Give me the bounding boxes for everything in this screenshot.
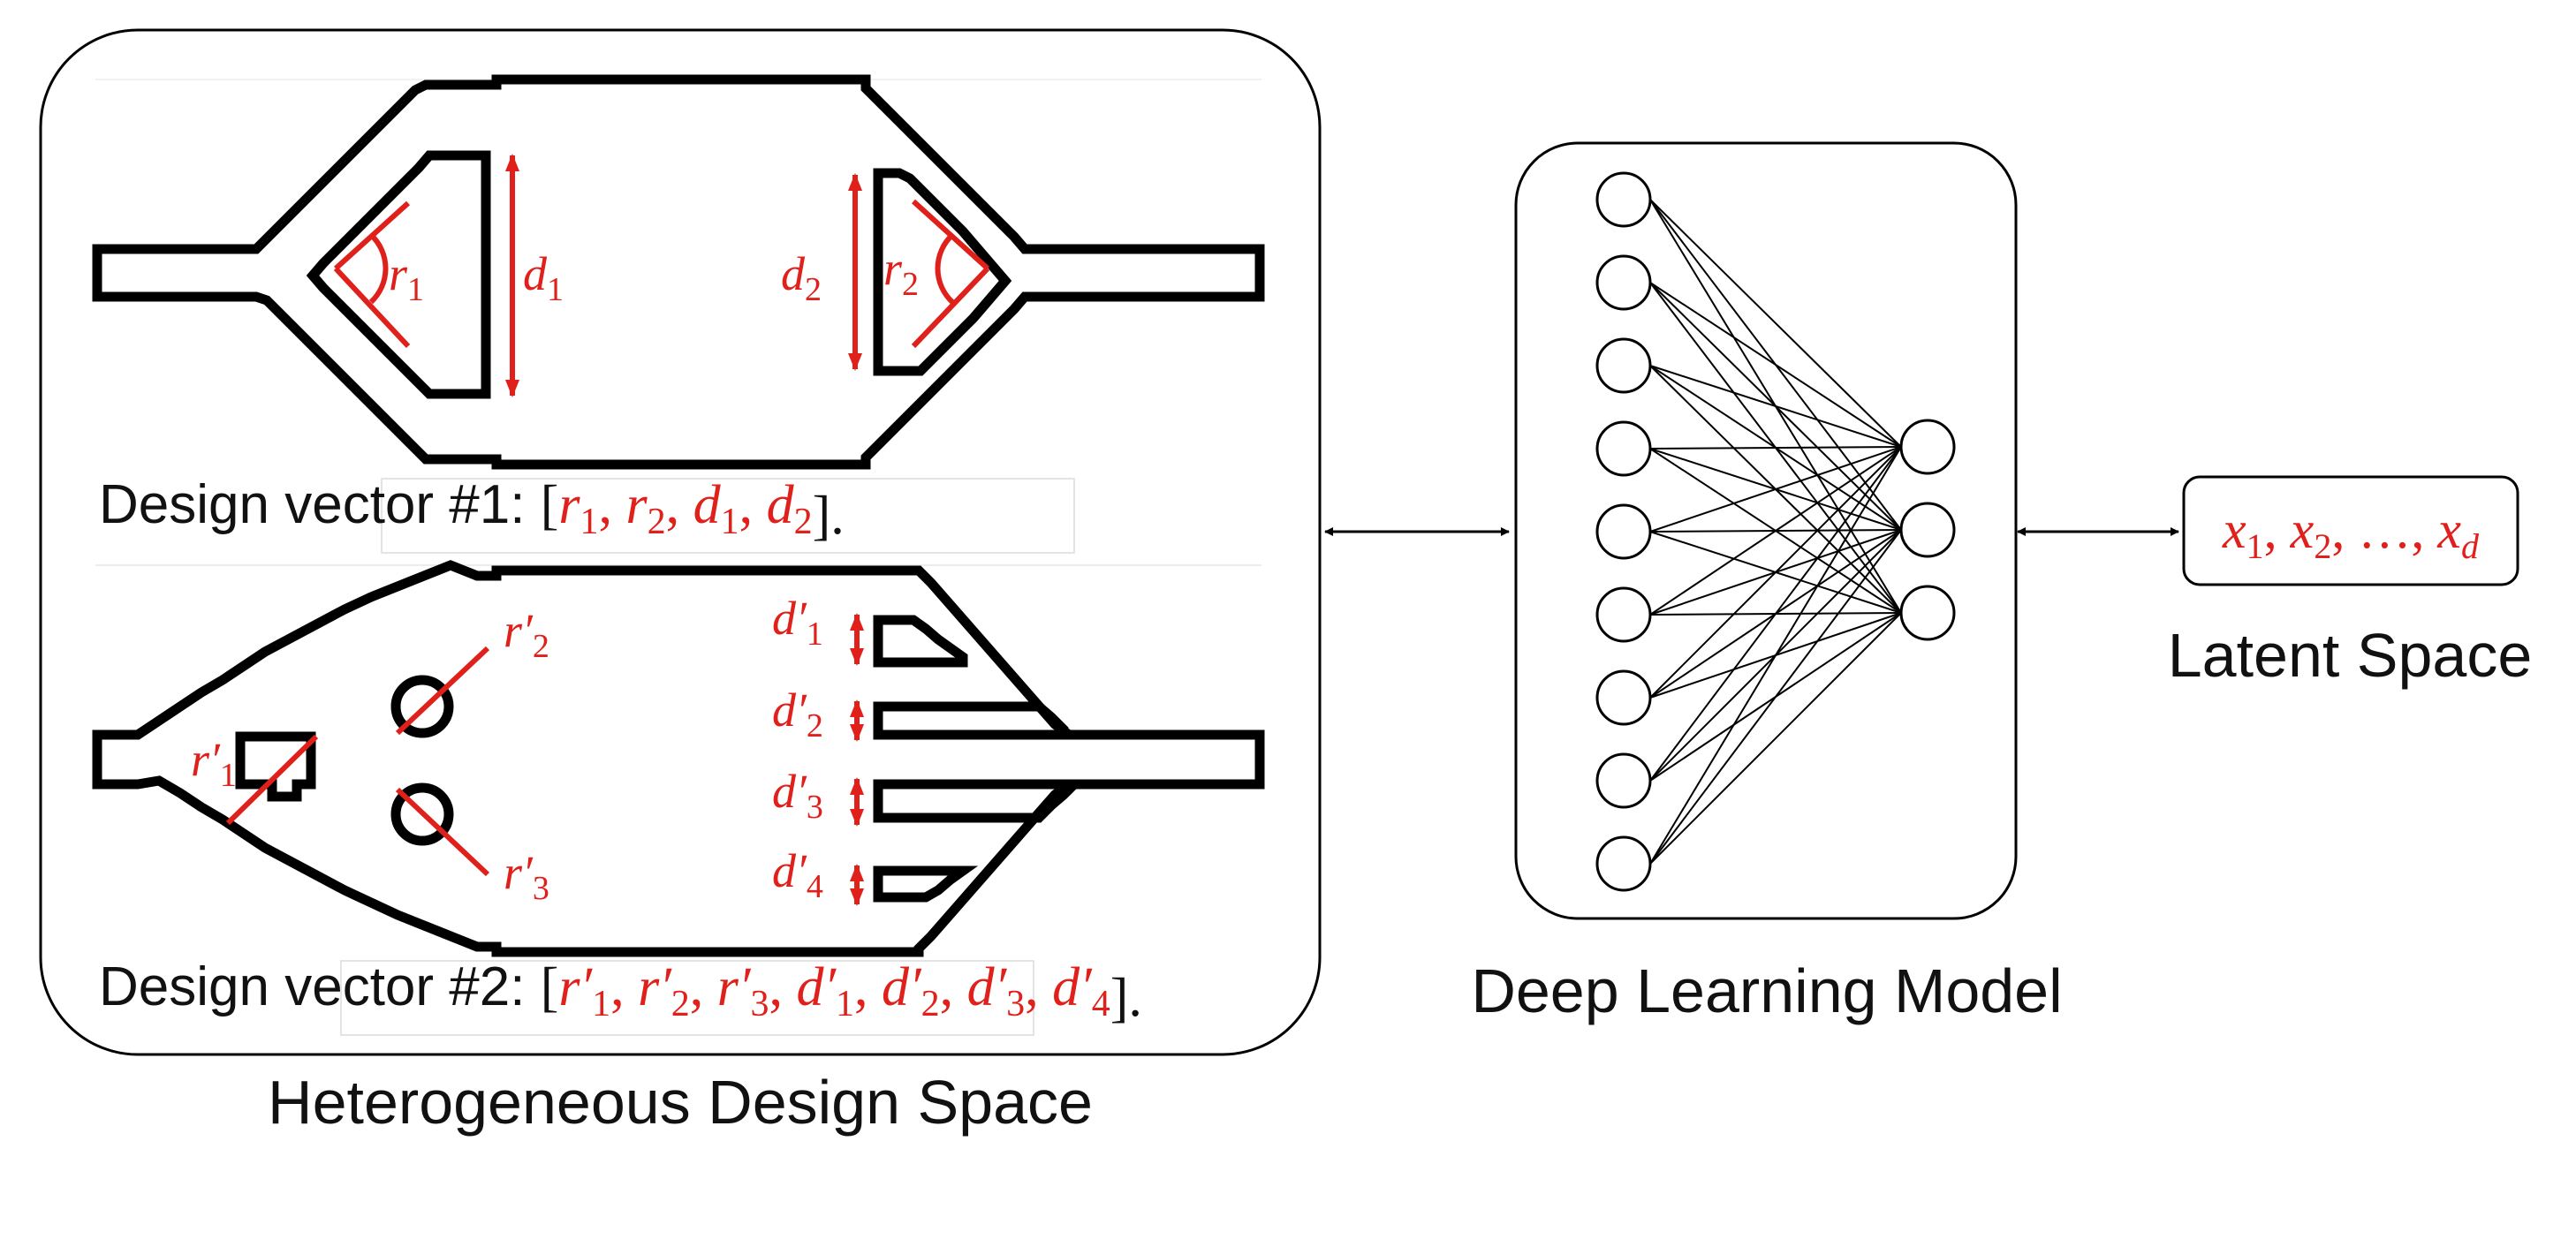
label-r3-prime: r′3 bbox=[504, 846, 549, 907]
shape2-outline bbox=[92, 560, 1265, 957]
vector-comma: , bbox=[940, 957, 967, 1017]
vector-comma: , bbox=[666, 475, 693, 535]
network-edge bbox=[1649, 446, 1902, 616]
shape1-annotations bbox=[333, 154, 990, 397]
r1-arc bbox=[368, 232, 389, 305]
network-edge bbox=[1649, 446, 1902, 699]
label-d1: d1 bbox=[523, 247, 564, 308]
vector-var: r bbox=[558, 475, 580, 535]
network-edge bbox=[1649, 446, 1902, 865]
network-edge bbox=[1649, 282, 1902, 448]
design-space-caption: Heterogeneous Design Space bbox=[268, 1068, 1093, 1137]
vector-subscript: 4 bbox=[1092, 984, 1110, 1024]
network-edge bbox=[1649, 529, 1902, 865]
network-edge bbox=[1649, 612, 1902, 865]
vector-var: r′ bbox=[717, 957, 752, 1017]
label-d3-prime: d′3 bbox=[772, 765, 823, 826]
label-d2-prime: d′2 bbox=[772, 684, 823, 744]
vector-comma: , bbox=[769, 957, 796, 1017]
input-node bbox=[1595, 752, 1652, 809]
vector-comma: , bbox=[1025, 957, 1052, 1017]
vector-comma: , bbox=[739, 475, 767, 535]
vector-subscript: 2 bbox=[794, 502, 813, 542]
vector-var: d′ bbox=[796, 957, 837, 1017]
vector-subscript: 2 bbox=[648, 502, 666, 542]
output-node bbox=[1899, 502, 1956, 558]
vector-comma: , bbox=[854, 957, 882, 1017]
input-node bbox=[1595, 171, 1652, 228]
vector1-bg-box bbox=[381, 478, 1075, 554]
network-nodes bbox=[1595, 171, 1956, 892]
vector-var: d bbox=[767, 475, 795, 535]
input-node bbox=[1595, 669, 1652, 726]
vector-comma: , bbox=[610, 957, 638, 1017]
input-node bbox=[1595, 254, 1652, 311]
network-edge bbox=[1649, 446, 1902, 782]
design-vector-2: Design vector #2: [r′1, r′2, r′3, d′1, d… bbox=[99, 956, 1142, 1028]
vector-var: d bbox=[693, 475, 722, 535]
network-edge bbox=[1649, 365, 1902, 448]
network-edge bbox=[1649, 446, 1902, 533]
label-r1-prime: r′1 bbox=[191, 733, 237, 794]
output-node bbox=[1899, 419, 1956, 475]
design-space-panel bbox=[39, 28, 1322, 1056]
vector-comma: , bbox=[599, 475, 626, 535]
label-r1: r1 bbox=[389, 247, 424, 308]
vector-subscript: 3 bbox=[750, 984, 769, 1024]
vector-var: d′ bbox=[882, 957, 922, 1017]
latent-vector: x1, x2, …, xd bbox=[2222, 501, 2480, 566]
model-caption: Deep Learning Model bbox=[1471, 956, 2062, 1025]
r1-line-lower bbox=[333, 266, 411, 349]
label-r2: r2 bbox=[883, 242, 919, 303]
output-node bbox=[1899, 585, 1956, 641]
latent-box bbox=[2182, 475, 2519, 586]
vector-subscript: 1 bbox=[721, 502, 739, 542]
network-edge bbox=[1649, 199, 1902, 448]
shape2-annotations bbox=[225, 613, 864, 906]
vector-var: d′ bbox=[1052, 957, 1093, 1017]
vector-comma: , bbox=[690, 957, 717, 1017]
design-vector-1: Design vector #1: [r1, r2, d1, d2]. bbox=[99, 474, 845, 546]
label-d1-prime: d′1 bbox=[772, 592, 823, 653]
vector2-bg-box bbox=[340, 960, 1034, 1036]
vector-subscript: 3 bbox=[1006, 984, 1025, 1024]
vector-var: r′ bbox=[638, 957, 672, 1017]
label-d4-prime: d′4 bbox=[772, 844, 823, 905]
vector-var: d′ bbox=[967, 957, 1008, 1017]
network-edges bbox=[1649, 199, 1902, 865]
input-node bbox=[1595, 420, 1652, 477]
latent-caption: Latent Space bbox=[2168, 621, 2533, 690]
input-node bbox=[1595, 503, 1652, 560]
vector-subscript: 1 bbox=[836, 984, 854, 1024]
r2p-line bbox=[395, 646, 490, 736]
r1p-line bbox=[225, 734, 319, 826]
r2-arc bbox=[935, 232, 955, 305]
vector-var: r′ bbox=[558, 957, 593, 1017]
label-d2: d2 bbox=[781, 247, 822, 308]
vector-var: r bbox=[626, 475, 648, 535]
vector-subscript: 2 bbox=[671, 984, 690, 1024]
r3p-line bbox=[395, 787, 490, 877]
input-node bbox=[1595, 586, 1652, 643]
vector-subscript: 2 bbox=[921, 984, 940, 1024]
shape1-outline bbox=[92, 74, 1265, 470]
network-edge bbox=[1649, 446, 1902, 450]
vector-subscript: 1 bbox=[580, 502, 599, 542]
r2-line-lower bbox=[911, 266, 990, 349]
label-r2-prime: r′2 bbox=[504, 604, 549, 665]
vector-subscript: 1 bbox=[592, 984, 610, 1024]
input-node bbox=[1595, 835, 1652, 892]
input-node bbox=[1595, 337, 1652, 394]
